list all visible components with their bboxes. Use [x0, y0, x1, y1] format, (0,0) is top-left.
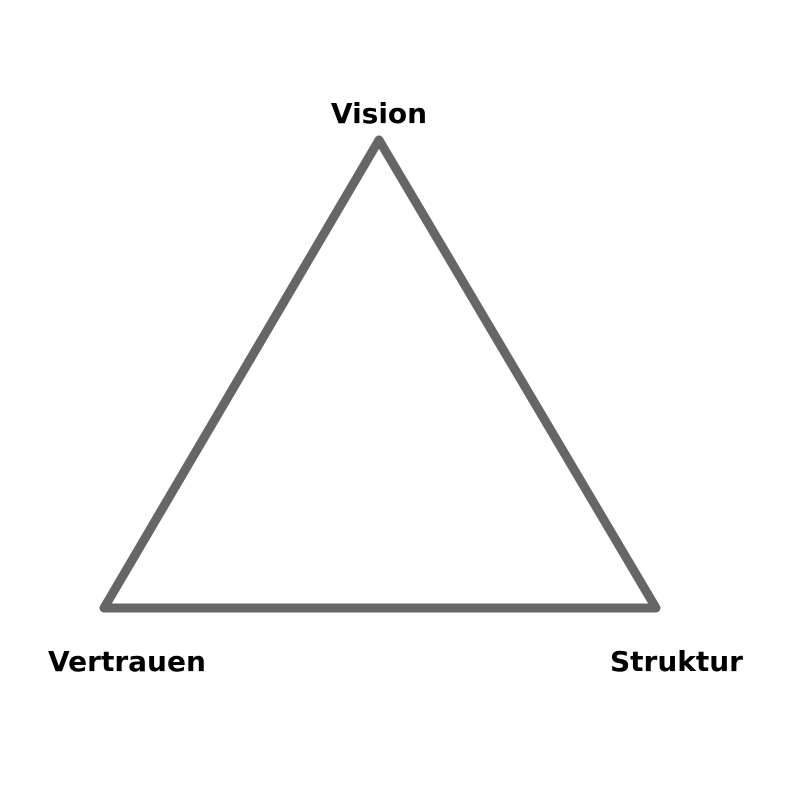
triangle-outline	[99, 135, 661, 613]
vertex-label-vision: Vision	[330, 97, 428, 130]
vertex-label-struktur: Struktur	[609, 645, 743, 678]
vertex-label-vertrauen: Vertrauen	[48, 645, 206, 678]
